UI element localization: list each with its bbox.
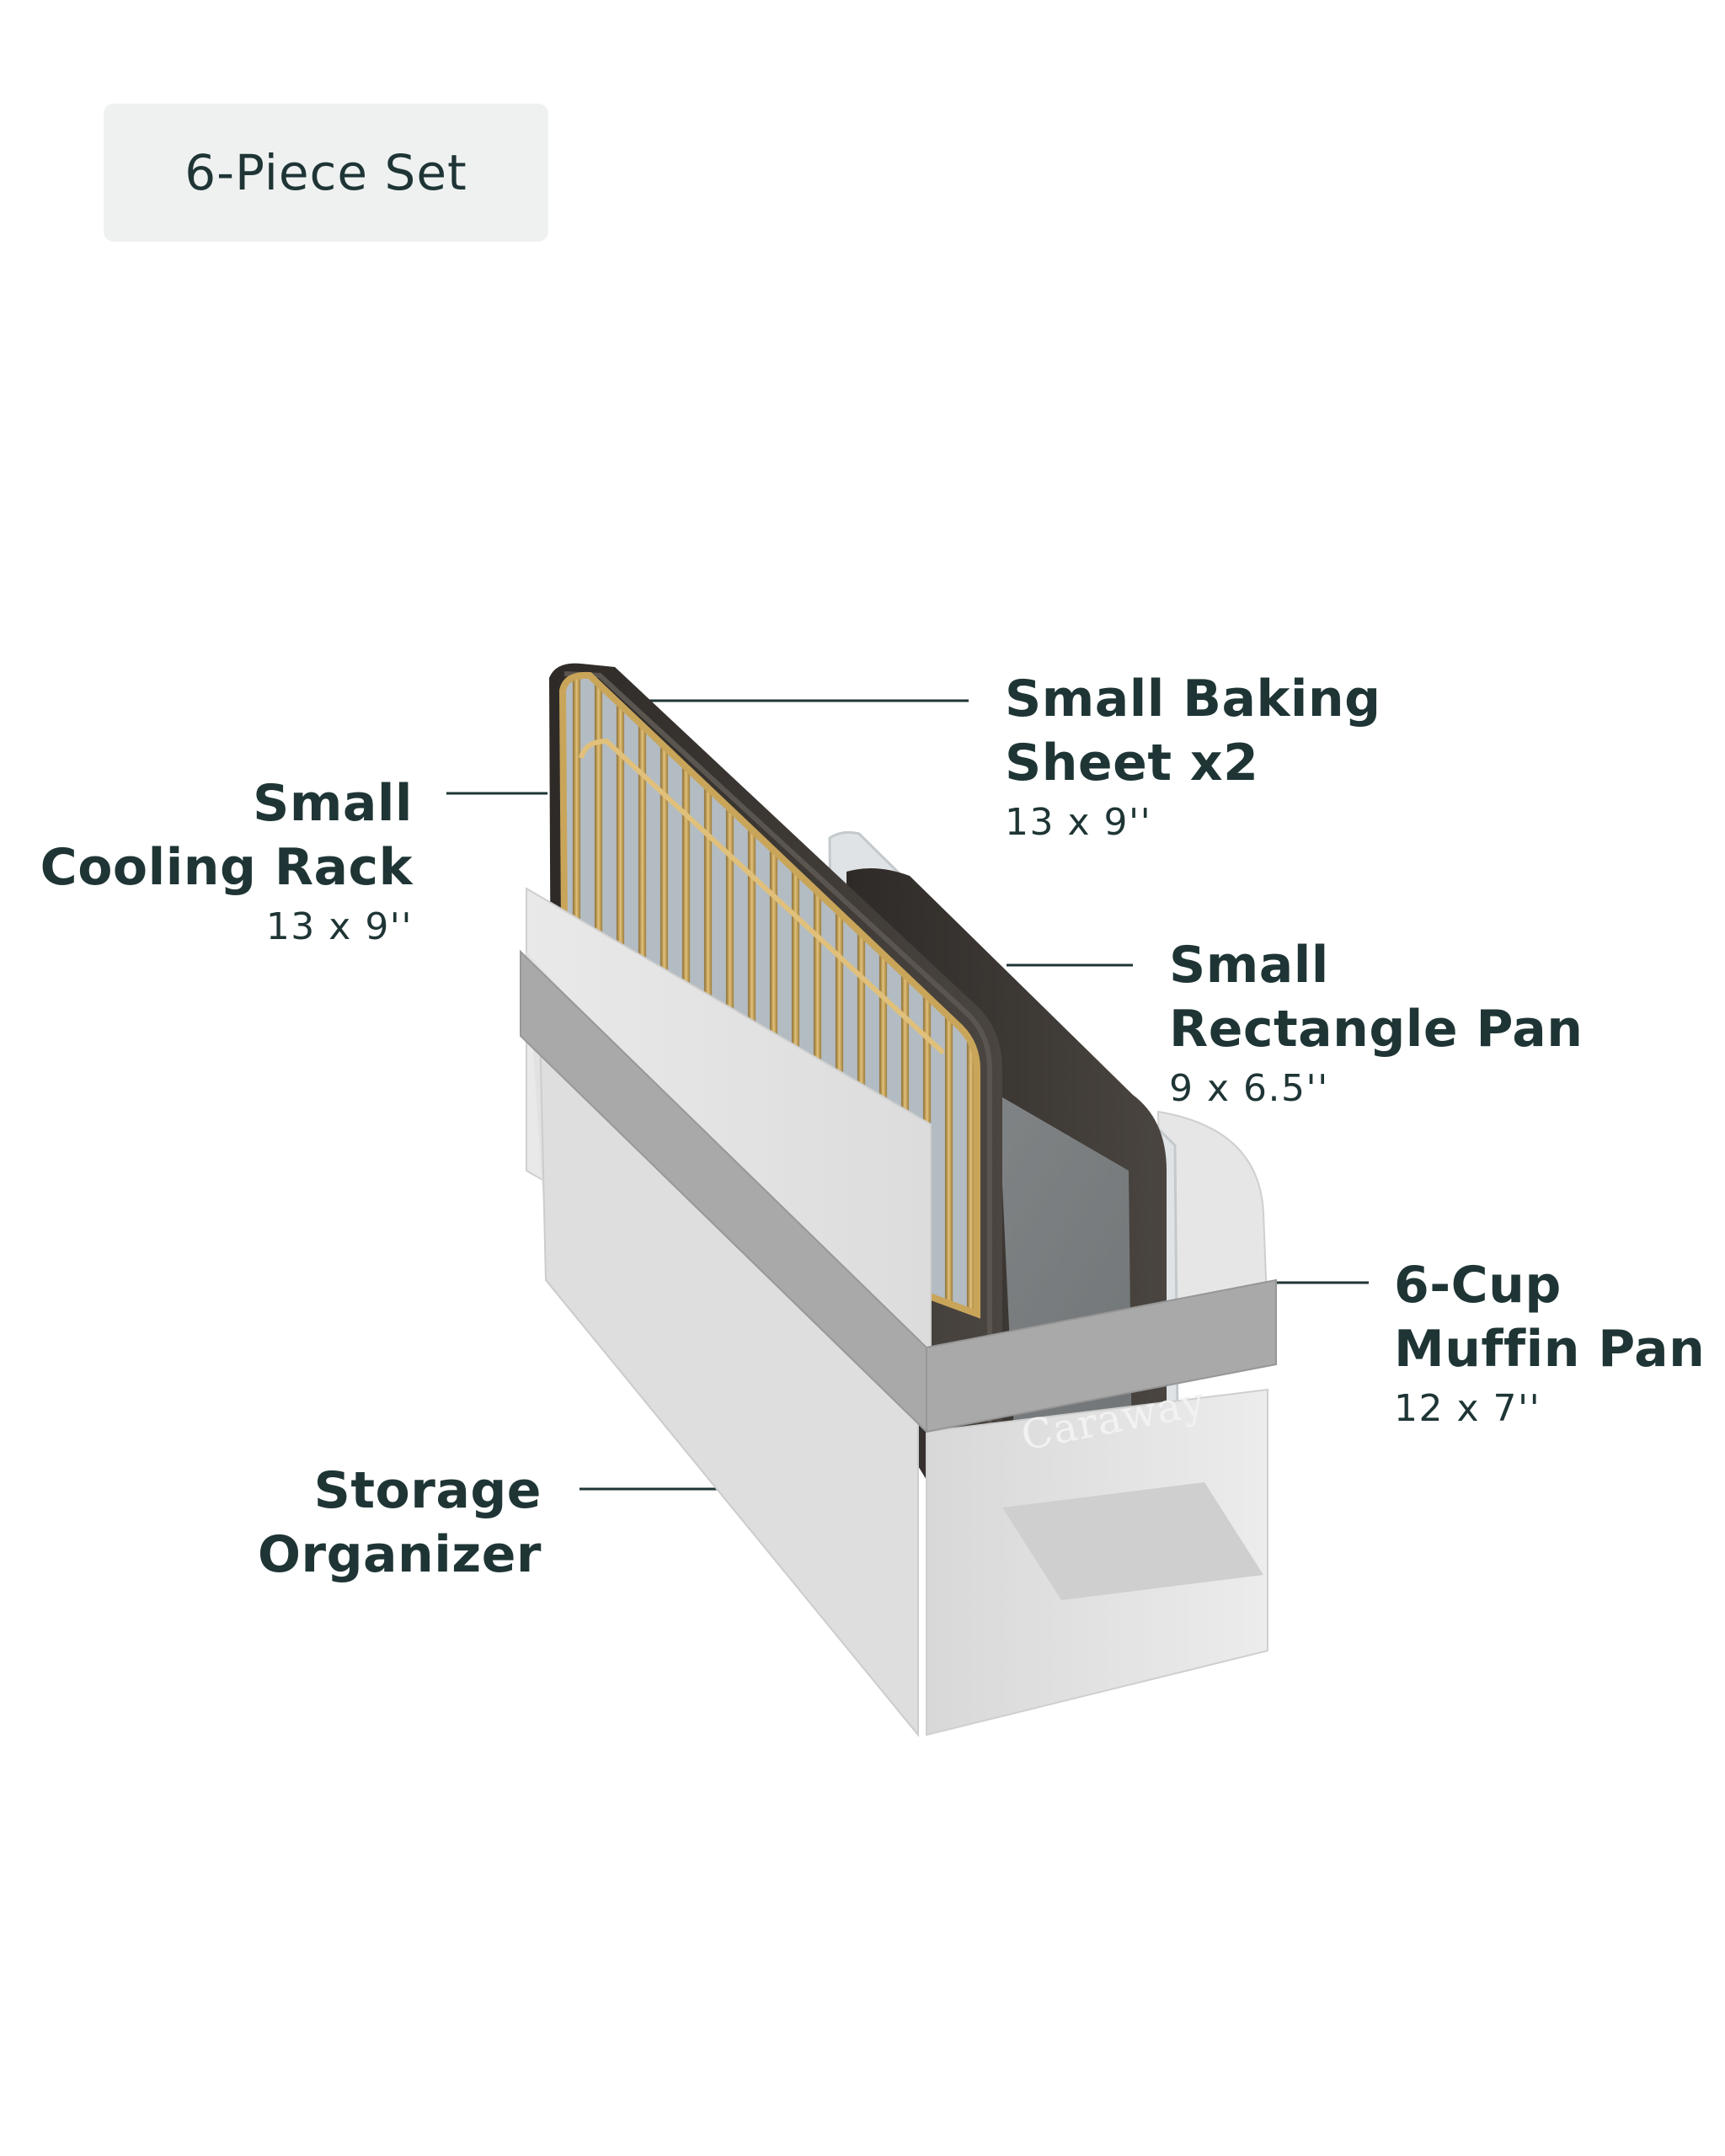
label-rectangle-pan: Small Rectangle Pan 9 x 6.5'': [1169, 933, 1583, 1115]
rectangle-pan-size: 9 x 6.5'': [1169, 1067, 1329, 1110]
label-muffin-pan: 6-Cup Muffin Pan 12 x 7'': [1394, 1253, 1705, 1435]
baking-sheet-edge: [563, 671, 992, 1600]
storage-organizer-name-line1: Storage: [313, 1461, 542, 1520]
cooling-rack-frame: [579, 738, 946, 1055]
set-size-badge: 6-Piece Set: [104, 104, 548, 242]
cooling-rack-name-line1: Small: [253, 774, 413, 833]
cooling-rack-size: 13 x 9'': [265, 905, 413, 948]
muffin-pan-name-line2: Muffin Pan: [1394, 1320, 1706, 1379]
rectangle-pan-name-line1: Small: [1169, 936, 1329, 995]
label-cooling-rack: Small Cooling Rack 13 x 9'': [40, 771, 413, 953]
storage-organizer-name-line2: Organizer: [257, 1525, 542, 1584]
label-storage-organizer: Storage Organizer: [258, 1459, 542, 1587]
baking-sheet-size: 13 x 9'': [1005, 801, 1152, 844]
label-baking-sheet: Small Baking Sheet x2 13 x 9'': [1005, 667, 1381, 849]
organizer-divider: [1002, 1482, 1263, 1600]
muffin-pan-name-line1: 6-Cup: [1394, 1256, 1562, 1315]
cooling-rack-name-line2: Cooling Rack: [40, 838, 413, 897]
organizer-band-front: [926, 1278, 1277, 1433]
set-size-label: 6-Piece Set: [184, 144, 467, 201]
organizer-back-panel: [1156, 1110, 1269, 1324]
rectangle-pan-name-line2: Rectangle Pan: [1169, 1000, 1583, 1059]
baking-sheet-name-line1: Small Baking: [1005, 670, 1381, 728]
baking-sheet-name-line2: Sheet x2: [1005, 734, 1259, 792]
muffin-pan-size: 12 x 7'': [1394, 1387, 1541, 1430]
